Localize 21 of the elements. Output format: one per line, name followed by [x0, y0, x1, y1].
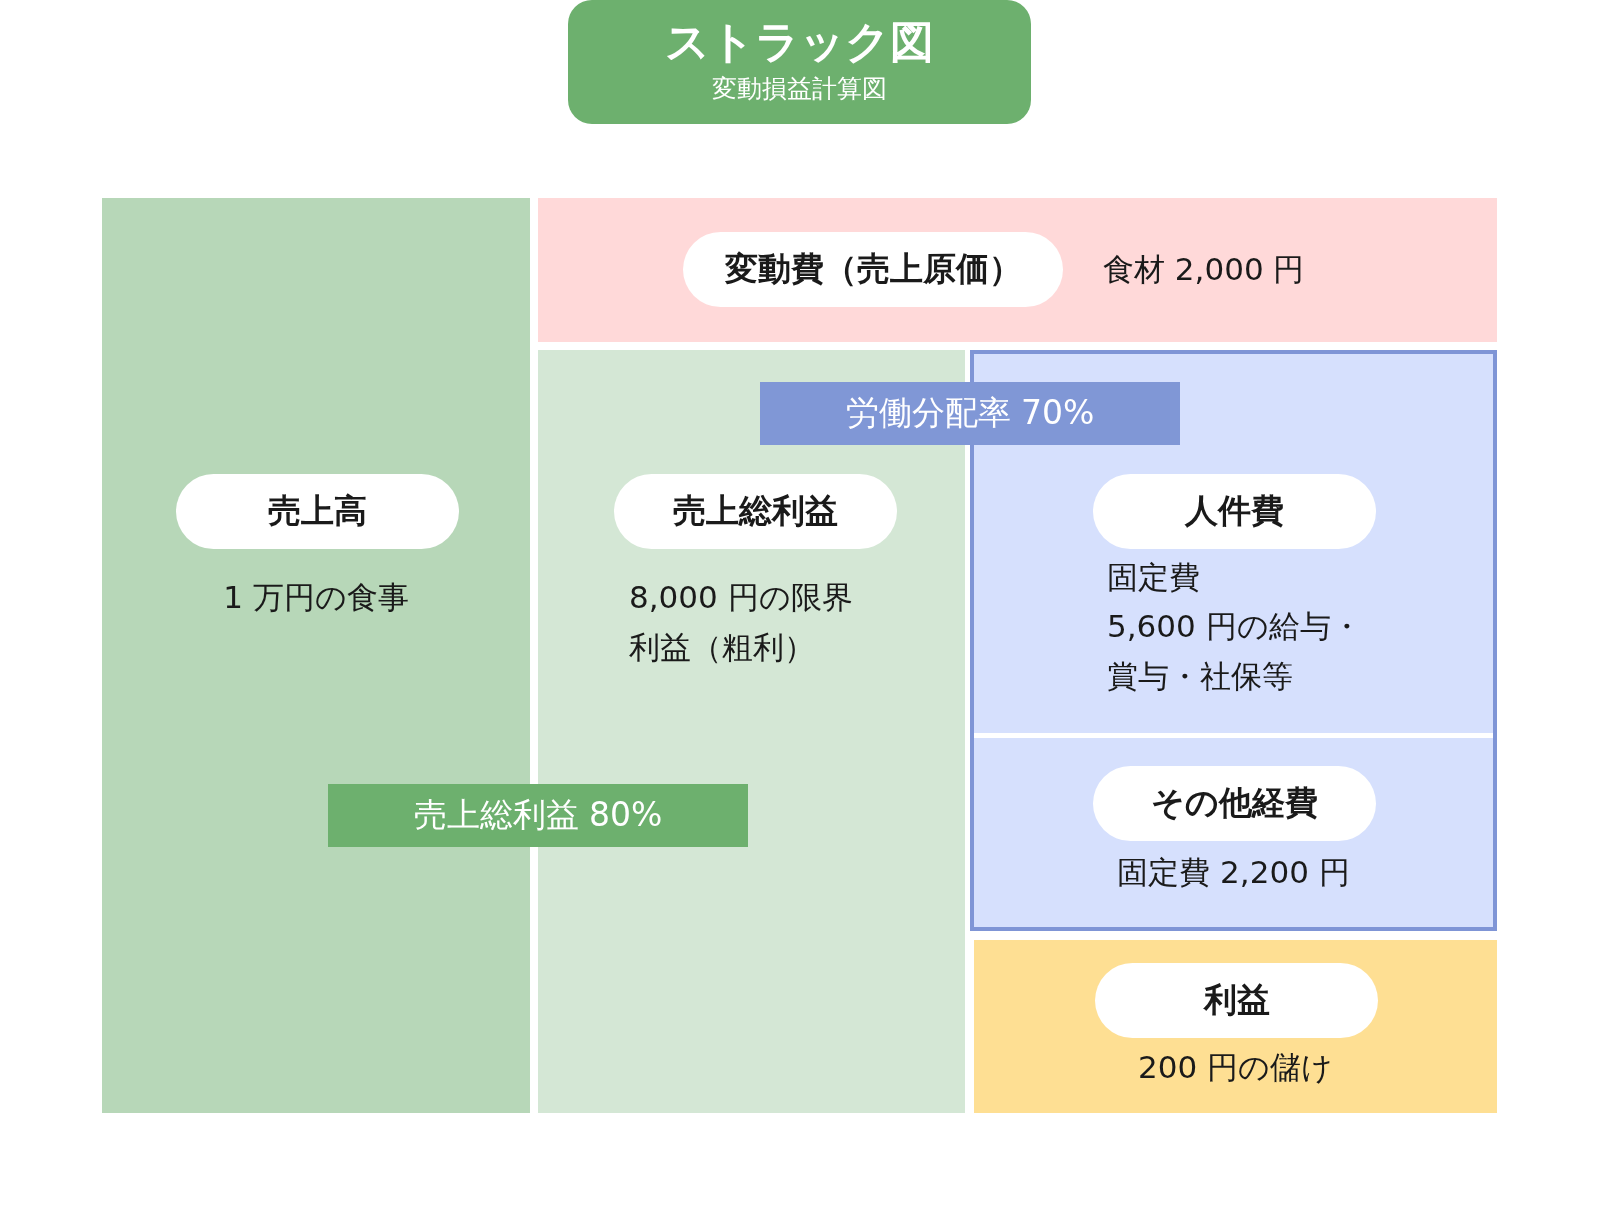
description-text: 食材 2,000 円 [1103, 250, 1306, 289]
label-pill: 変動費（売上原価） [683, 232, 1063, 307]
label-pill: 利益 [1095, 963, 1378, 1038]
label-pill: その他経費 [1093, 766, 1376, 841]
description-text: 200 円の儲け [1137, 1048, 1334, 1087]
description-text: 5,600 円の給与・賞与・社保等 [1107, 607, 1363, 696]
label-pill: 売上高 [176, 474, 459, 549]
subtitle-text: 変動損益計算図 [711, 73, 888, 105]
description-text: 固定費 [1107, 558, 1201, 597]
label-pill: 人件費 [1093, 474, 1376, 549]
description-text: 8,000 円の限界利益（粗利） [629, 578, 854, 667]
other-expense-panel [974, 738, 1493, 927]
ratio-banner: 労働分配率 70% [760, 382, 1180, 445]
label-pill: 売上総利益 [614, 474, 897, 549]
title-box [568, 0, 1031, 124]
profit-panel [974, 940, 1497, 1113]
variable-cost-panel [538, 198, 1497, 342]
description-text: 固定費 2,200 円 [1116, 853, 1351, 892]
description-text: 1 万円の食事 [222, 578, 410, 617]
title-text: ストラック図 [664, 15, 935, 69]
ratio-banner: 売上総利益 80% [328, 784, 748, 847]
